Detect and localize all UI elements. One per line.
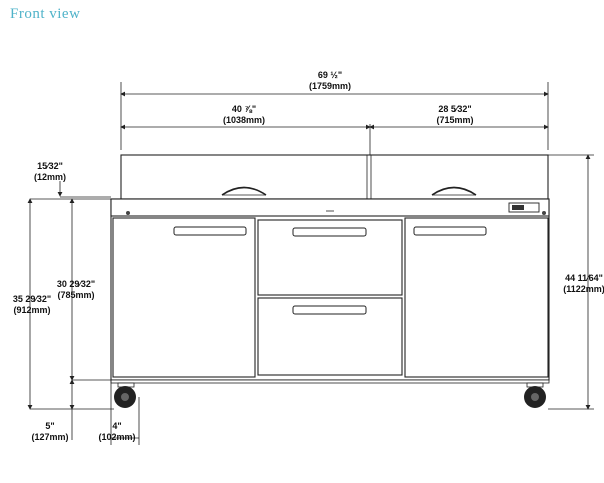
- leg-height-imperial: 5": [45, 421, 54, 431]
- cabinet-height-imperial: 35 29⁄32": [13, 294, 51, 304]
- view-title: Front view: [10, 6, 81, 22]
- top-lid: [120, 154, 549, 200]
- left-door-handle: [173, 226, 247, 236]
- work-height-imperial: 30 29⁄32": [57, 279, 95, 289]
- overall-height-imperial: 44 11⁄64": [565, 273, 603, 283]
- overall-width-imperial: 69 ½": [318, 70, 342, 80]
- left-width-imperial: 40 ⅞": [232, 104, 256, 114]
- dim-overall-height: 44 11⁄64" (1122mm): [548, 154, 604, 410]
- top-rail-metric: (12mm): [34, 172, 66, 182]
- right-width-metric: (715mm): [436, 115, 473, 125]
- dim-left-heights: 15⁄32" (12mm) 30 29⁄32" (785mm) 35 29⁄32…: [13, 161, 140, 445]
- dim-section-widths: 40 ⅞" (1038mm) 28 5⁄32" (715mm): [120, 104, 549, 155]
- dim-overall-width: 69 ½" (1759mm): [120, 70, 549, 150]
- right-door-handle: [413, 226, 487, 236]
- left-door: [112, 217, 256, 378]
- leg-height-metric: (127mm): [31, 432, 68, 442]
- cabinet-body: [110, 198, 550, 381]
- caster-width-metric: (102mm): [98, 432, 135, 442]
- left-width-metric: (1038mm): [223, 115, 265, 125]
- lid-handle-left: [221, 186, 267, 196]
- caster-width-imperial: 4": [112, 421, 121, 431]
- cabinet-height-metric: (912mm): [13, 305, 50, 315]
- top-rail-imperial: 15⁄32": [37, 161, 63, 171]
- bottom-drawer-handle: [292, 305, 367, 315]
- casters: [110, 379, 550, 408]
- overall-height-metric: (1122mm): [563, 284, 604, 294]
- work-height-metric: (785mm): [57, 290, 94, 300]
- right-door: [404, 217, 549, 378]
- overall-width-metric: (1759mm): [309, 81, 351, 91]
- top-drawer-handle: [292, 227, 367, 237]
- right-width-imperial: 28 5⁄32": [438, 104, 471, 114]
- lid-handle-right: [431, 186, 477, 196]
